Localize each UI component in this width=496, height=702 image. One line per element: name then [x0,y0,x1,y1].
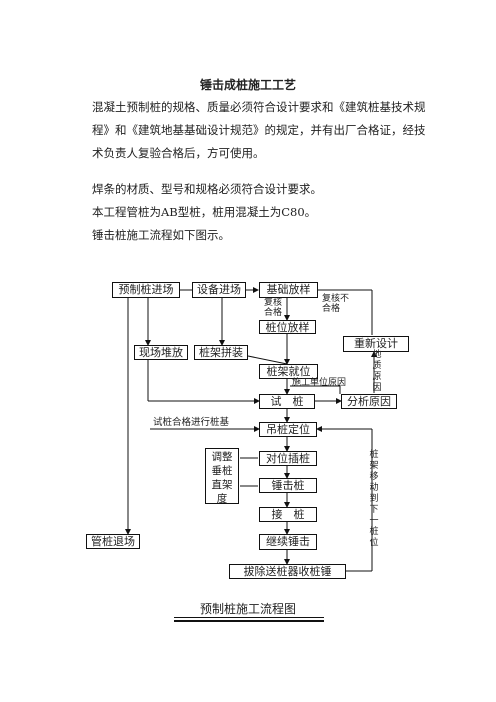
box-site-stacking: 现场堆放 [134,345,188,360]
box-lift-pile: 吊桩定位 [259,422,317,437]
paragraph-4: 锤击桩施工流程如下图示。 [92,228,230,242]
box-foundation-layout: 基础放样 [259,282,318,298]
figure-caption: 预制桩施工流程图 [199,602,296,616]
label-geological-reason: 地质原因 [372,350,382,393]
label-move-frame: 桩架移动到下一桩位 [369,450,379,548]
box-analyze-reason: 分析原因 [341,394,397,409]
box-frame-positioning: 桩架就位 [259,364,318,379]
box-pile-layout: 桩位放样 [259,320,316,334]
paragraph-2: 焊条的材质、型号和规格必须符合设计要求。 [92,182,322,196]
caption-underline-thin [174,617,324,618]
label-construction-reason: 施工单位原因 [292,378,347,388]
paragraph-3: 本工程管桩为AB型桩，桩用混凝土为C80。 [92,205,317,219]
paragraph-1: 混凝土预制桩的规格、质量必须符合设计要求和《建筑桩基技术规程》和《建筑地基基础设… [92,100,426,160]
label-trial-ok: 试桩合格进行桩基 [153,417,230,428]
box-precast-pile-entry: 预制桩进场 [112,282,180,298]
label-recheck-fail: 复核不合格 [322,294,350,314]
box-align-insert: 对位插桩 [259,451,317,466]
caption-underline-thick [174,620,324,622]
box-equipment-entry: 设备进场 [192,282,246,298]
box-frame-assembly: 桩架拼装 [194,345,248,360]
box-continue-hammer: 继续锤击 [259,534,317,550]
box-joint-pile: 接 桩 [259,507,317,522]
box-hammer-pile: 锤击桩 [259,478,317,493]
box-trial-pile: 试 桩 [259,394,315,409]
box-pipe-pile-exit: 管桩退场 [86,534,140,549]
label-recheck-ok: 复核合格 [264,298,283,318]
box-adjust-vertical: 调整垂桩直架度 [205,448,239,505]
box-redesign: 重新设计 [343,336,409,352]
document-title: 锤击成桩施工工艺 [199,78,296,92]
box-remove-follower: 拔除送桩器收桩锤 [229,564,346,579]
